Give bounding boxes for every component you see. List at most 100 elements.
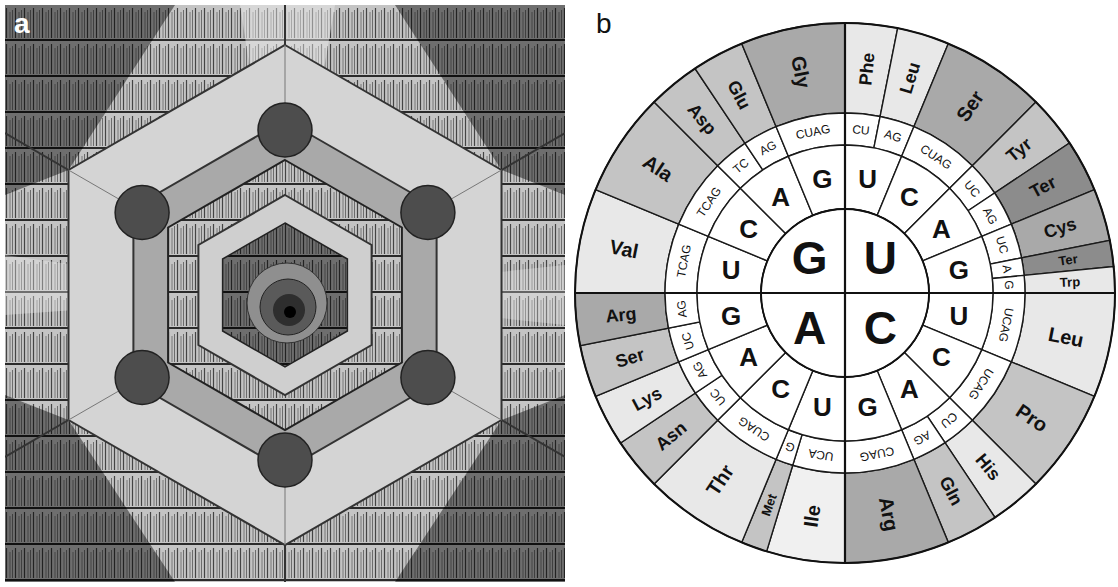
amino-acid: Gly <box>788 55 814 91</box>
amino-acid: Tyr <box>1003 135 1035 166</box>
third-base-letters: AG <box>675 300 689 318</box>
first-base-letter: U <box>864 235 897 281</box>
amino-acid: Asn <box>652 418 690 453</box>
third-base-letters: AG <box>912 428 933 447</box>
third-base-letters: AG <box>757 139 778 158</box>
amino-acid: Trp <box>1059 275 1080 289</box>
second-base-letter: A <box>739 344 758 370</box>
third-base-letters: G <box>1003 280 1015 290</box>
third-base-letters: G <box>783 440 796 454</box>
third-base-letters: CUAG <box>736 415 771 444</box>
wall-edge <box>502 420 566 457</box>
third-base-sector <box>992 275 1025 293</box>
second-base-sector <box>788 145 845 215</box>
amino-acid: Gln <box>936 474 966 509</box>
amino-acid: Glu <box>724 77 754 112</box>
third-base-letters: UCAG <box>997 307 1016 343</box>
gallery-floor <box>69 45 502 545</box>
second-base-letter: C <box>739 216 758 242</box>
third-base-letters: TCAG <box>694 185 723 219</box>
amino-acid: Ter <box>1027 173 1059 201</box>
amino-acid: Met <box>759 492 779 517</box>
lower-gallery <box>198 195 371 395</box>
deep-shelves <box>223 223 348 367</box>
third-base-letters: CUAG <box>795 123 831 142</box>
third-base-letters: UCAG <box>967 366 996 401</box>
amino-sector <box>575 23 1115 563</box>
third-base-letters: AG <box>980 205 999 226</box>
amino-sector <box>1024 267 1115 293</box>
second-base-letter: G <box>721 303 741 329</box>
alcove <box>115 186 169 240</box>
wheel-outline <box>575 23 1115 563</box>
third-base-letters: CUAG <box>918 142 953 171</box>
panel-label: b <box>596 10 612 38</box>
wall-edge <box>5 133 69 170</box>
third-base-letters: UC <box>962 178 982 199</box>
third-base-letters: UC <box>680 331 697 351</box>
second-base-letter: U <box>722 257 741 283</box>
shaft-ring <box>260 279 316 335</box>
third-base-letters: AG <box>691 360 710 381</box>
amino-acid: Arg <box>605 305 638 326</box>
alcove <box>115 351 169 405</box>
wall-edge <box>5 420 69 457</box>
amino-acid: Lys <box>629 384 664 414</box>
inner-shelves <box>168 160 402 430</box>
third-base-letters: UCA <box>808 447 835 463</box>
second-base-sector <box>923 236 993 293</box>
panel-label: a <box>14 10 30 38</box>
bookshelf-wall <box>5 5 565 582</box>
third-base-letters: TCAG <box>675 243 693 278</box>
second-base-sector <box>697 293 767 350</box>
alcove <box>401 351 455 405</box>
second-base-letter: A <box>900 376 919 402</box>
second-base-letter: U <box>858 166 877 192</box>
inner-circle <box>761 209 929 377</box>
shaft-ring <box>247 263 327 343</box>
shaft-ring <box>273 294 305 326</box>
second-base-letter: G <box>858 394 878 420</box>
first-base-sector <box>845 293 929 377</box>
amino-acid: Asp <box>685 100 720 138</box>
library-etching <box>5 5 565 582</box>
alcove <box>401 186 455 240</box>
third-base-letters: CUAG <box>859 445 895 464</box>
wheel-rings <box>575 23 1115 563</box>
third-base-letters: TC <box>731 157 751 176</box>
quadrant-line <box>575 292 1115 294</box>
first-base-sector <box>761 293 845 377</box>
third-base-letters: AG <box>883 128 903 145</box>
third-base-letters: UC <box>994 235 1011 255</box>
amino-acid: Arg <box>876 495 902 533</box>
second-base-letter: U <box>949 303 968 329</box>
amino-acid: Ser <box>613 345 646 371</box>
second-base-letter: U <box>813 394 832 420</box>
second-base-letter: C <box>900 184 919 210</box>
second-base-letter: A <box>771 184 790 210</box>
first-base-letter: G <box>792 235 828 281</box>
wall-edge <box>284 5 286 45</box>
amino-acid: Thr <box>703 461 738 499</box>
third-base-letters: A <box>1001 264 1014 274</box>
wall-edge <box>284 545 286 582</box>
amino-acid: Val <box>608 236 640 261</box>
first-base-sector <box>761 209 845 293</box>
wall-edge <box>502 133 566 170</box>
third-base-sector <box>665 293 700 328</box>
second-base-letter: G <box>949 257 969 283</box>
balcony-ring <box>133 120 436 470</box>
amino-acid: Leu <box>1046 324 1085 351</box>
amino-sector <box>575 293 668 346</box>
amino-acid: Ter <box>1057 252 1078 268</box>
alcove <box>258 433 312 487</box>
second-base-letter: A <box>932 216 951 242</box>
second-base-letter: G <box>812 166 832 192</box>
first-base-letter: A <box>793 305 826 351</box>
amino-acid: His <box>972 450 1004 483</box>
second-base-letter: C <box>932 344 951 370</box>
third-base-letters: CU <box>939 410 960 430</box>
third-base-letters: CU <box>852 123 870 137</box>
